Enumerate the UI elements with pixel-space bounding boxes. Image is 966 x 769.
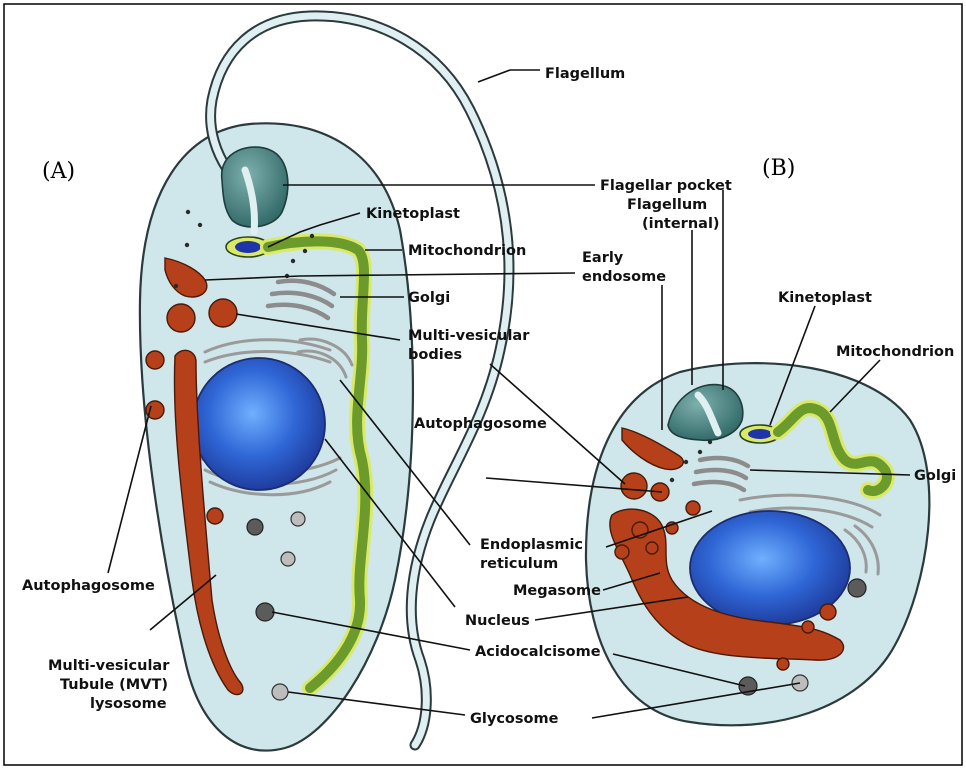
acidocalcisome-a-1	[247, 519, 263, 535]
label-mvt-1: Multi-vesicular	[48, 658, 170, 674]
label-flagellar-pocket: Flagellar pocket	[600, 178, 732, 194]
label-megasome: Megasome	[513, 583, 601, 599]
label-mvt-3: lysosome	[90, 696, 167, 712]
label-golgi-b: Golgi	[914, 468, 956, 484]
autophagosome-a-3	[207, 508, 223, 524]
glycosome-a-2	[281, 552, 295, 566]
label-glycosome: Glycosome	[470, 711, 559, 727]
kinetoplast-a-dna	[235, 241, 261, 253]
acidocalcisome-a-2	[256, 603, 274, 621]
label-early-endosome-1: Early	[582, 250, 624, 266]
label-flagellum-internal-2: (internal)	[642, 216, 720, 232]
label-autophagosome-left: Autophagosome	[22, 578, 155, 594]
glycosome-a-1	[291, 512, 305, 526]
label-kinetoplast-b: Kinetoplast	[778, 290, 872, 306]
cell-b	[586, 363, 929, 725]
acidocalcisome-b-1	[848, 579, 866, 597]
label-mvb-2: bodies	[408, 347, 462, 363]
label-acidocalcisome: Acidocalcisome	[475, 644, 601, 660]
mvb-a-2	[209, 299, 237, 327]
label-early-endosome-2: endosome	[582, 269, 666, 285]
glycosome-a-3	[272, 684, 288, 700]
label-nucleus: Nucleus	[465, 613, 530, 629]
panel-label-a: (A)	[42, 159, 75, 184]
kinetoplast-b-dna	[748, 429, 772, 439]
panel-label-b: (B)	[762, 156, 795, 181]
label-er-2: reticulum	[480, 556, 558, 572]
label-mitochondrion-a: Mitochondrion	[408, 243, 526, 259]
label-flagellum-internal-1: Flagellum	[627, 197, 707, 213]
label-mvb-1: Multi-vesicular	[408, 328, 530, 344]
label-golgi-a: Golgi	[408, 290, 450, 306]
mvb-a-1	[167, 304, 195, 332]
mvb-b	[621, 473, 647, 499]
label-mitochondrion-b: Mitochondrion	[836, 344, 954, 360]
nucleus-a	[193, 358, 325, 490]
autophagosome-a-1	[146, 351, 164, 369]
label-flagellum: Flagellum	[545, 66, 625, 82]
label-kinetoplast-a: Kinetoplast	[366, 206, 460, 222]
label-mvt-2: Tubule (MVT)	[60, 677, 168, 693]
label-er-1: Endoplasmic	[480, 537, 583, 553]
label-autophagosome-mid: Autophagosome	[414, 416, 547, 432]
cell-a	[140, 16, 509, 751]
